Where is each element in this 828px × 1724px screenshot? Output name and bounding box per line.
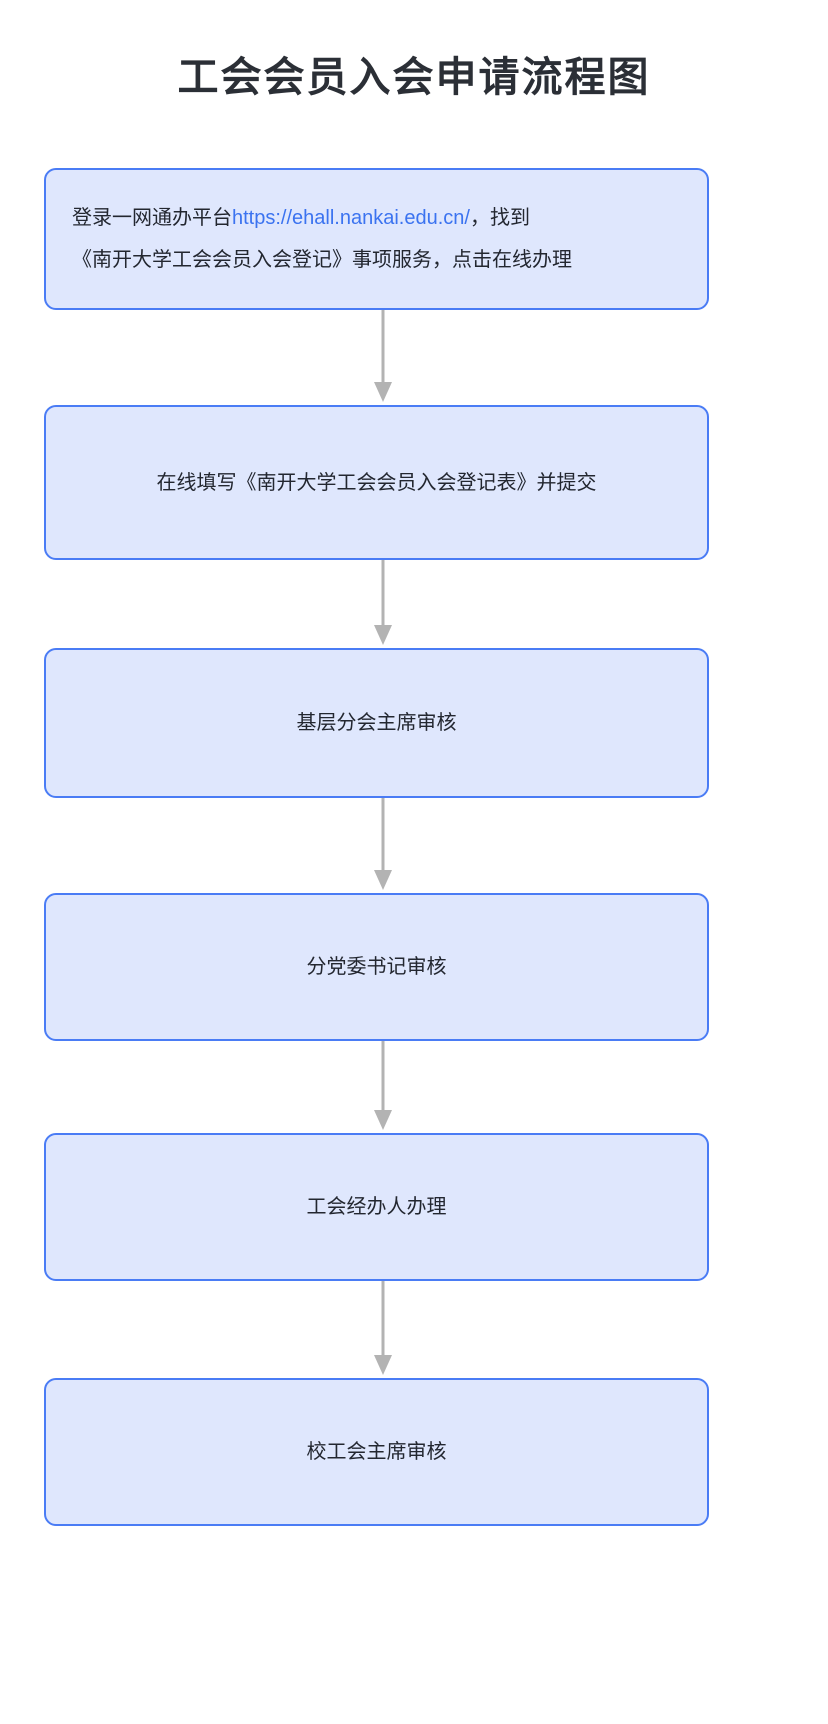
page-title: 工会会员入会申请流程图 xyxy=(177,54,651,100)
text-prefix: 登录一网通办平台 xyxy=(72,207,232,229)
ehall-url-link[interactable]: https://ehall.nankai.edu.cn/ xyxy=(232,207,470,229)
flow-node-label: 在线填写《南开大学工会会员入会登记表》并提交 xyxy=(156,471,597,494)
arrow-down-icon xyxy=(371,310,395,405)
flow-node-party-secretary-review[interactable]: 分党委书记审核 xyxy=(44,893,709,1041)
flow-node-label: 登录一网通办平台https://ehall.nankai.edu.cn/，找到 … xyxy=(46,197,707,281)
flow-node-label: 校工会主席审核 xyxy=(306,1441,447,1463)
arrow-down-icon xyxy=(371,560,395,648)
arrow-down-icon xyxy=(371,1281,395,1378)
arrow-down-icon xyxy=(371,798,395,893)
flow-node-union-officer-process[interactable]: 工会经办人办理 xyxy=(44,1133,709,1281)
flow-node-label: 工会经办人办理 xyxy=(306,1196,447,1218)
flow-node-line-2: 《南开大学工会会员入会登记》事项服务，点击在线办理 xyxy=(72,249,572,271)
flow-node-label: 基层分会主席审核 xyxy=(296,712,457,734)
flow-node-branch-chair-review[interactable]: 基层分会主席审核 xyxy=(44,648,709,798)
flow-node-university-union-chair-review[interactable]: 校工会主席审核 xyxy=(44,1378,709,1526)
text-suffix: ，找到 xyxy=(469,207,530,229)
flow-node-fill-form[interactable]: 在线填写《南开大学工会会员入会登记表》并提交 xyxy=(44,405,709,560)
flow-node-line-1: 登录一网通办平台https://ehall.nankai.edu.cn/，找到 xyxy=(72,197,681,239)
arrow-down-icon xyxy=(371,1041,395,1133)
flow-node-label: 分党委书记审核 xyxy=(306,956,447,978)
flow-node-login-platform[interactable]: 登录一网通办平台https://ehall.nankai.edu.cn/，找到 … xyxy=(44,168,709,310)
